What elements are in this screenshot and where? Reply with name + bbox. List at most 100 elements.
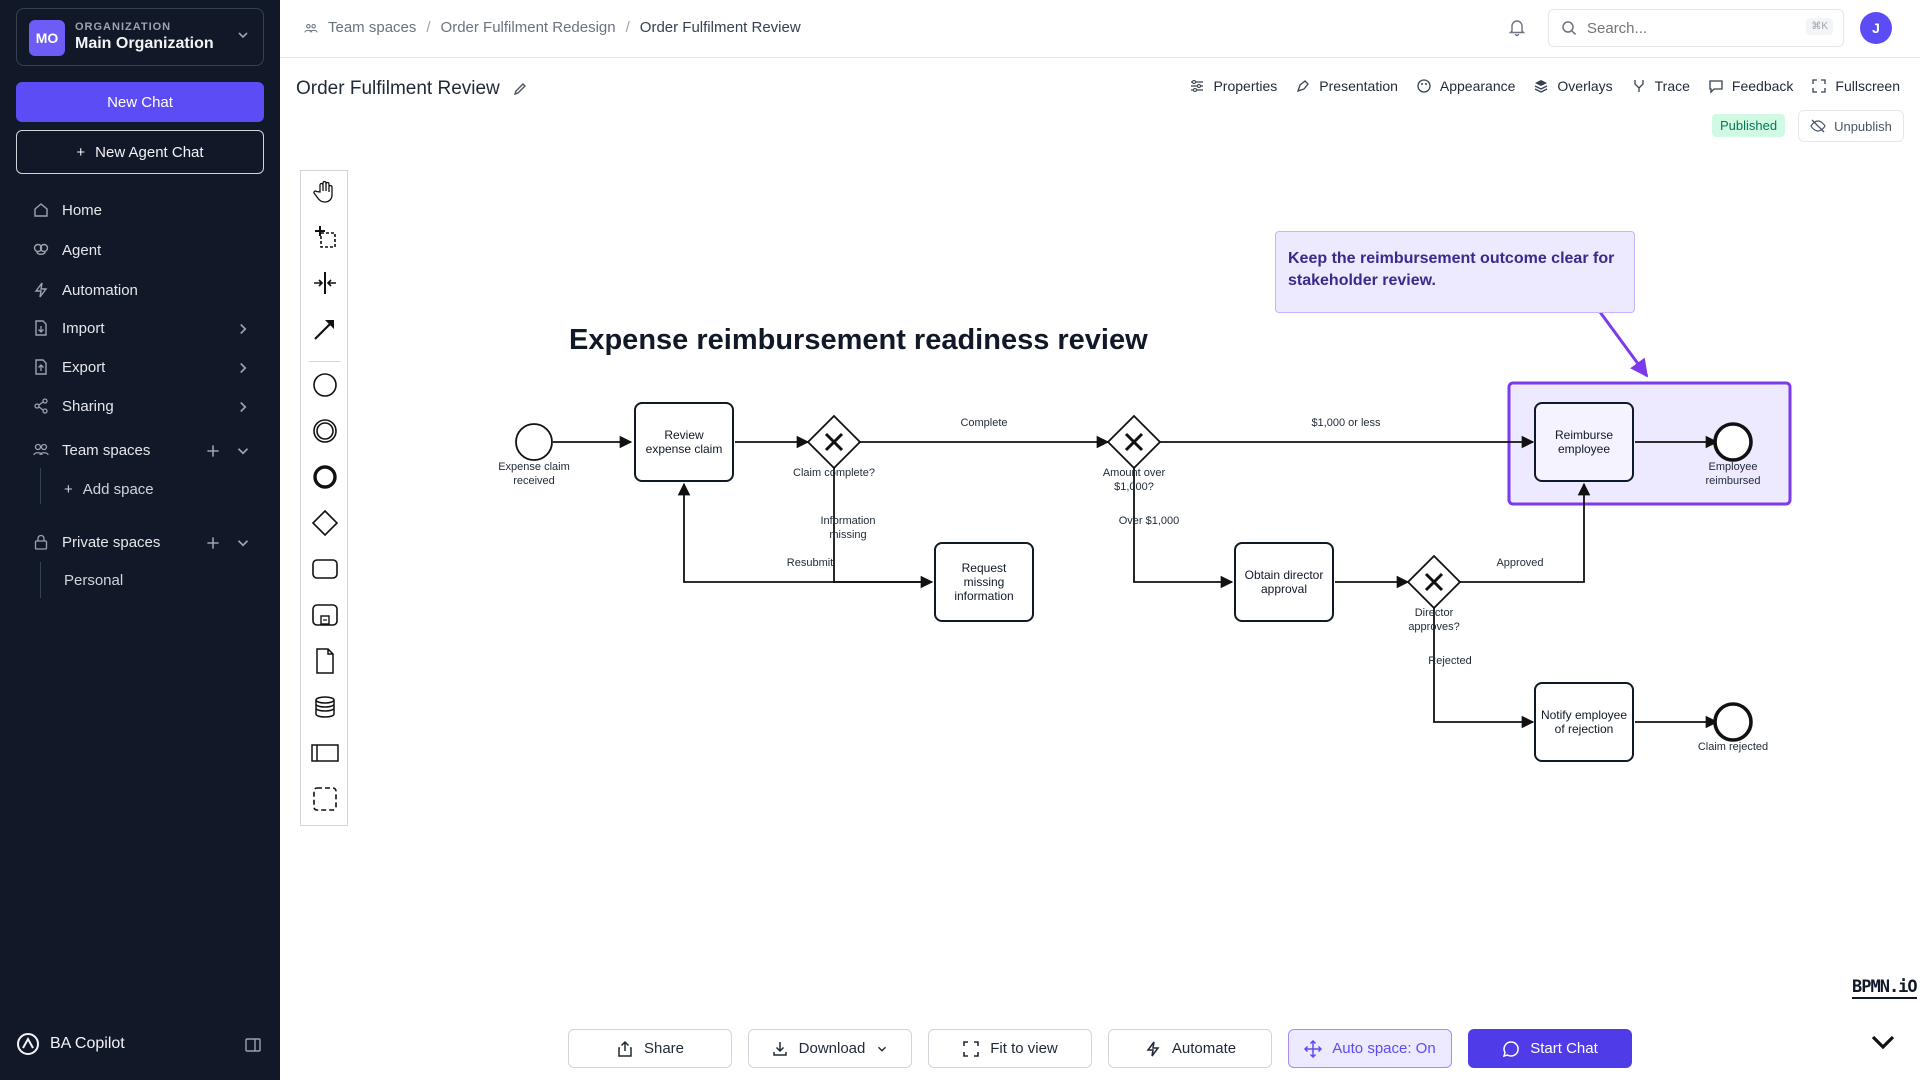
gateway-director-approves[interactable] [1406, 554, 1462, 610]
search-input[interactable] [1587, 19, 1797, 37]
task-request-info[interactable]: Request missing information [934, 542, 1034, 622]
task-reimburse[interactable]: Reimburse employee [1534, 402, 1634, 482]
feedback-button[interactable]: Feedback [1708, 78, 1793, 94]
lasso-select-icon [315, 226, 336, 248]
chevron-down-icon[interactable] [234, 442, 252, 460]
breadcrumb-project[interactable]: Order Fulfilment Redesign [440, 19, 616, 36]
task-tool[interactable] [311, 555, 339, 583]
start-event[interactable] [515, 423, 553, 461]
user-avatar[interactable]: J [1860, 12, 1892, 44]
connect-tool[interactable] [311, 315, 339, 343]
presentation-button[interactable]: Presentation [1295, 78, 1398, 94]
dashed-rect-icon [313, 787, 337, 811]
properties-button[interactable]: Properties [1189, 78, 1277, 94]
download-label: Download [798, 1040, 866, 1057]
automate-button[interactable]: Automate [1108, 1029, 1272, 1068]
task-review-expense[interactable]: Review expense claim [634, 402, 734, 482]
bold-circle-icon [313, 465, 337, 489]
fullscreen-button[interactable]: Fullscreen [1811, 78, 1900, 94]
pool-icon [311, 744, 339, 762]
sidebar-item-home[interactable]: Home [32, 198, 252, 222]
bell-icon[interactable] [1507, 17, 1527, 37]
data-object-tool[interactable] [311, 647, 339, 675]
unpublish-button[interactable]: Unpublish [1798, 110, 1904, 142]
trace-button[interactable]: Trace [1631, 78, 1690, 94]
git-fork-icon [1633, 80, 1644, 92]
sidebar-item-private-spaces[interactable]: Private spaces [32, 530, 252, 554]
new-agent-chat-button[interactable]: + New Agent Chat [16, 130, 264, 174]
label-gateway-amount: Amount over $1,000? [1102, 467, 1166, 493]
brand: BA Copilot [16, 1032, 125, 1056]
tree-line [40, 468, 41, 504]
plus-icon: + [76, 143, 86, 161]
end-event-tool[interactable] [311, 463, 339, 491]
auto-space-toggle[interactable]: Auto space: On [1288, 1029, 1452, 1068]
download-button[interactable]: Download [748, 1029, 912, 1068]
tree-line [40, 562, 41, 598]
end-event-rejected[interactable] [1713, 702, 1753, 742]
group-tool[interactable] [311, 785, 339, 813]
sliders-icon [1191, 80, 1204, 92]
sidebar-item-label: Private spaces [62, 533, 161, 551]
sidebar-item-export[interactable]: Export [32, 355, 252, 379]
fit-icon [963, 1040, 980, 1057]
sidebar: MO ORGANIZATION Main Organization New Ch… [0, 0, 280, 1080]
start-event-tool[interactable] [311, 371, 339, 399]
file-export-icon [35, 359, 47, 375]
add-space-button[interactable]: + Add space [64, 481, 154, 498]
bpmn-io-watermark[interactable]: BPMN.iO [1852, 977, 1918, 999]
text-annotation[interactable]: Keep the reimbursement outcome clear for… [1275, 231, 1635, 313]
share-button[interactable]: Share [568, 1029, 732, 1068]
gateway-tool[interactable] [311, 509, 339, 537]
lasso-tool[interactable] [311, 223, 339, 251]
new-chat-button[interactable]: New Chat [16, 82, 264, 122]
sidebar-item-agent[interactable]: Agent [32, 238, 252, 262]
diagram-toolbar: Properties Presentation Appearance Overl… [1189, 78, 1900, 94]
chevron-down-icon [238, 32, 248, 39]
sidebar-item-personal[interactable]: Personal [64, 572, 123, 589]
overlays-button[interactable]: Overlays [1533, 78, 1613, 94]
sidebar-toggle-icon[interactable] [244, 1036, 262, 1054]
space-tool-icon [314, 272, 336, 294]
plus-icon[interactable] [204, 442, 222, 460]
sidebar-item-label: Personal [64, 572, 124, 589]
document-icon [316, 648, 334, 674]
subprocess-tool[interactable] [311, 601, 339, 629]
start-chat-button[interactable]: Start Chat [1468, 1029, 1632, 1068]
task-notify-rejection[interactable]: Notify employee of rejection [1534, 682, 1634, 762]
sidebar-item-automation[interactable]: Automation [32, 278, 252, 302]
status-badge: Published [1712, 114, 1786, 137]
pencil-icon[interactable] [512, 81, 528, 97]
auto-space-label: Auto space: On [1332, 1040, 1436, 1057]
search-box[interactable]: ⌘K [1548, 9, 1844, 47]
chevron-right-icon [240, 362, 247, 374]
team-icon [304, 23, 318, 33]
appearance-button[interactable]: Appearance [1416, 78, 1516, 94]
sidebar-item-import[interactable]: Import [32, 316, 252, 340]
breadcrumb-team-spaces[interactable]: Team spaces [328, 19, 417, 36]
gateway-claim-complete[interactable] [806, 414, 862, 470]
organization-switcher[interactable]: MO ORGANIZATION Main Organization [16, 8, 264, 66]
task-director-approval[interactable]: Obtain director approval [1234, 542, 1334, 622]
hand-tool[interactable] [311, 177, 339, 205]
hand-icon [313, 180, 333, 203]
gateway-amount-over[interactable] [1106, 414, 1162, 470]
pool-tool[interactable] [311, 739, 339, 767]
end-event-reimbursed[interactable] [1713, 422, 1753, 462]
sidebar-item-team-spaces[interactable]: Team spaces [32, 438, 252, 462]
space-tool[interactable] [311, 269, 339, 297]
appearance-label: Appearance [1439, 78, 1516, 94]
fit-to-view-button[interactable]: Fit to view [928, 1029, 1092, 1068]
label-flow-resubmit: Resubmit [786, 557, 834, 569]
data-store-tool[interactable] [311, 693, 339, 721]
label-gateway-complete: Claim complete? [793, 467, 875, 479]
plus-icon[interactable] [204, 534, 222, 552]
sidebar-item-sharing[interactable]: Sharing [32, 394, 252, 418]
move-icon [1304, 1039, 1323, 1058]
chevron-down-icon[interactable] [1868, 1030, 1898, 1054]
label-end-rejected: Claim rejected [1697, 741, 1769, 753]
unpublish-label: Unpublish [1834, 118, 1892, 134]
chevron-down-icon[interactable] [234, 534, 252, 552]
intermediate-event-tool[interactable] [311, 417, 339, 445]
